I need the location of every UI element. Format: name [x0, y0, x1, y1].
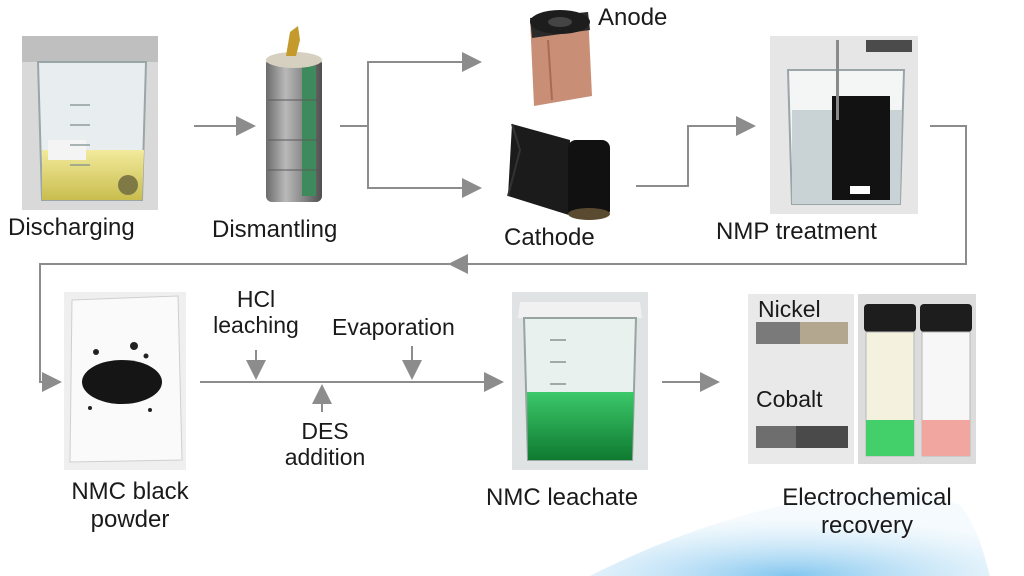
- nmp-treatment-photo: [770, 36, 918, 214]
- dismantling-photo: [266, 26, 322, 202]
- vials-photo: [858, 294, 976, 464]
- nmc-leachate-photo: [512, 292, 648, 470]
- cathode-label: Cathode: [504, 224, 595, 251]
- nmc-black-powder-label: NMC black powder: [54, 478, 206, 533]
- arrow-to-powder: [39, 263, 452, 392]
- electro-line1: Electrochemical: [782, 484, 952, 511]
- electrochemical-recovery-label: Electrochemical recovery: [744, 484, 990, 539]
- des-line1: DES: [301, 418, 349, 444]
- nmc-black-powder-line1: NMC black: [71, 478, 189, 505]
- flow-arrows: [39, 52, 967, 412]
- electro-line2: recovery: [820, 511, 914, 539]
- evaporation-label: Evaporation: [332, 314, 455, 340]
- cathode-photo: [507, 123, 610, 220]
- dismantling-label: Dismantling: [212, 216, 338, 243]
- background-glow: [590, 493, 990, 576]
- hcl-line2: leaching: [213, 312, 299, 339]
- nickel-label: Nickel: [758, 296, 821, 322]
- cobalt-label: Cobalt: [756, 386, 823, 412]
- nmc-black-powder-photo: [64, 292, 186, 470]
- des-addition-label: DES addition: [270, 418, 380, 471]
- des-line2: addition: [284, 444, 366, 471]
- arrow-nmp-return: [448, 125, 967, 274]
- hcl-line1: HCl: [236, 286, 276, 312]
- discharging-photo: [22, 36, 158, 210]
- anode-photo: [530, 10, 592, 106]
- nmc-leachate-label: NMC leachate: [486, 484, 639, 511]
- nmc-black-powder-line2: powder: [90, 505, 170, 533]
- discharging-label: Discharging: [8, 214, 135, 241]
- anode-label: Anode: [598, 4, 668, 31]
- nmp-treatment-label: NMP treatment: [716, 218, 877, 245]
- electrode-photos: [748, 294, 854, 464]
- arrow-to-anode: [340, 52, 482, 127]
- arrow-to-cathode: [367, 126, 482, 198]
- hcl-leaching-label: HCl leaching: [196, 286, 316, 339]
- arrow-cathode-nmp: [636, 116, 756, 187]
